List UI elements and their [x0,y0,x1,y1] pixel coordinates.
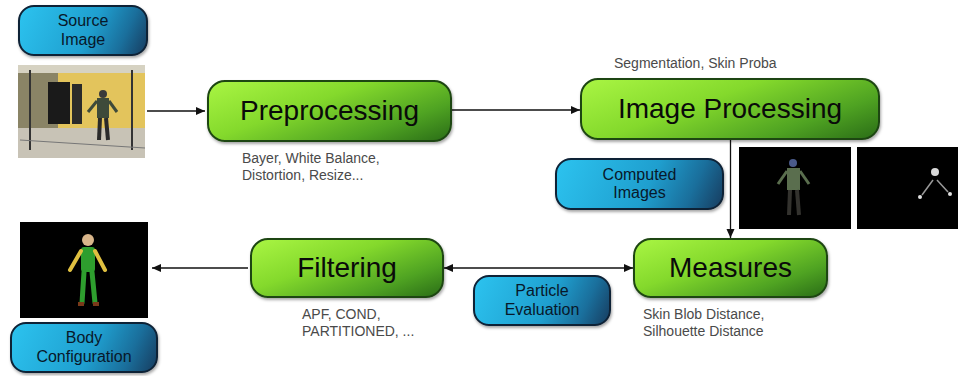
process-caption: Segmentation, Skin Proba [614,55,777,72]
input-arrow [147,110,205,111]
flow-arrow [730,140,731,238]
process-caption: Bayer, White Balance, Distortion, Resize… [242,150,410,184]
source-photo [18,65,145,158]
process-title: Measures [669,252,792,284]
process-box: FilteringAPF, COND, PARTITIONED, ... [250,238,444,298]
skin-probability-image [857,147,958,229]
flow-arrow [444,267,633,268]
process-title: Preprocessing [240,95,419,127]
process-box: Segmentation, Skin ProbaImage Processing [580,78,880,140]
process-box: PreprocessingBayer, White Balance, Disto… [207,80,452,142]
tag-label: Body Configuration [24,329,144,366]
output-arrow [152,267,248,268]
data-tag: Particle Evaluation [473,275,611,326]
data-tag: Body Configuration [10,322,158,373]
tag-label: Computed Images [585,166,695,203]
tag-label: Source Image [38,12,128,49]
flow-arrow [452,109,580,110]
process-title: Filtering [297,252,397,284]
segmented-image [739,147,851,229]
body-model-image [20,222,148,318]
process-caption: Skin Blob Distance, Silhouette Distance [643,306,811,340]
data-tag: Source Image [18,5,148,56]
tag-label: Particle Evaluation [487,282,597,319]
process-caption: APF, COND, PARTITIONED, ... [302,306,444,340]
process-box: MeasuresSkin Blob Distance, Silhouette D… [633,238,828,298]
data-tag: Computed Images [555,158,724,210]
process-title: Image Processing [618,93,842,125]
